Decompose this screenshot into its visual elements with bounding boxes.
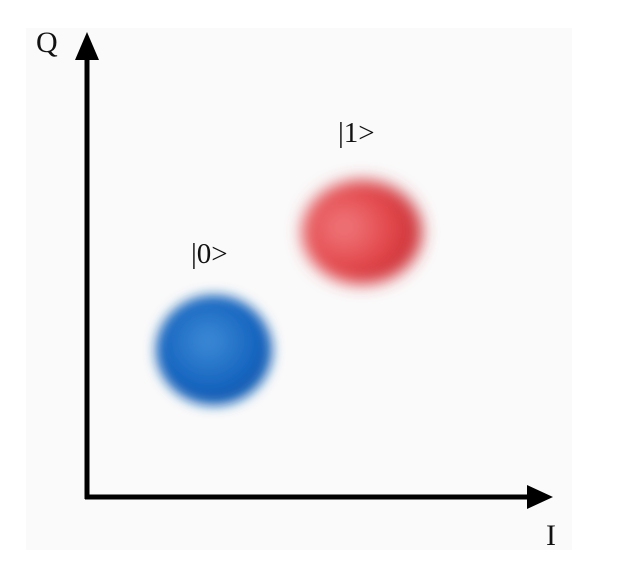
state-1-label: |1> xyxy=(338,117,375,149)
x-axis-arrowhead xyxy=(527,485,553,509)
y-axis-arrowhead xyxy=(75,32,99,60)
plot-background xyxy=(26,28,572,550)
y-axis-label: Q xyxy=(36,26,58,59)
state-1-blob xyxy=(302,180,422,284)
x-axis-label: I xyxy=(546,519,556,552)
state-0-label: |0> xyxy=(191,238,228,270)
state-0-blob xyxy=(156,295,272,405)
